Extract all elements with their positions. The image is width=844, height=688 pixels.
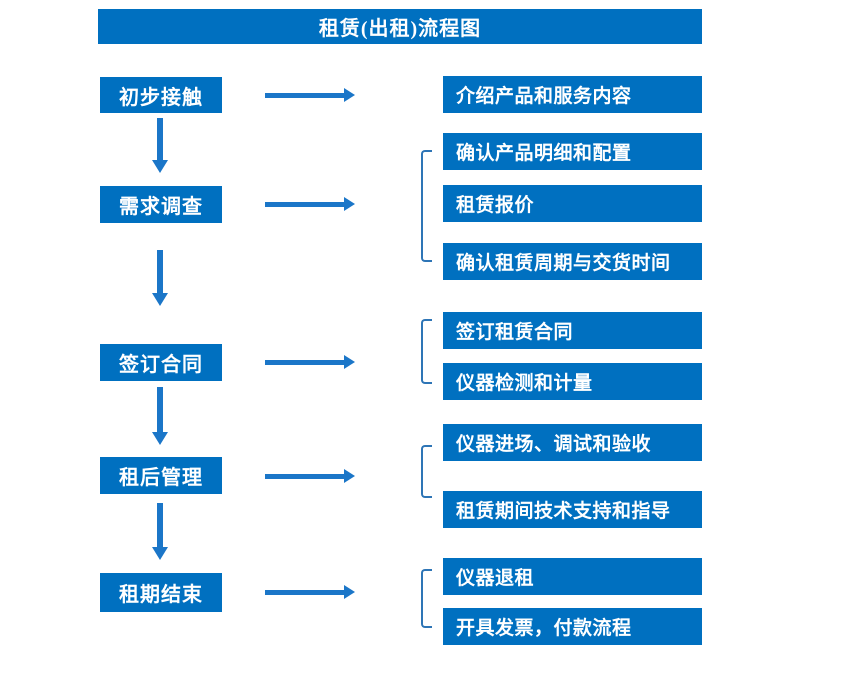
arrow-head-icon (344, 355, 355, 369)
arrow-head-icon (152, 432, 168, 445)
group-bracket-step2 (421, 150, 432, 262)
flowchart-title: 租赁(出租)流程图 (98, 9, 702, 44)
stage-box-rental-end: 租期结束 (100, 573, 222, 612)
stage-box-contract-signing: 签订合同 (100, 344, 222, 381)
detail-box-technical-support: 租赁期间技术支持和指导 (443, 491, 702, 528)
detail-box-instrument-setup: 仪器进场、调试和验收 (443, 424, 702, 461)
arrow-head-icon (344, 88, 355, 102)
group-bracket-step3 (421, 319, 432, 384)
group-bracket-step5 (421, 569, 432, 628)
arrow-shaft (265, 473, 346, 479)
arrow-shaft (157, 250, 163, 294)
detail-box-confirm-product-config: 确认产品明细和配置 (443, 133, 702, 170)
arrow-head-icon (344, 469, 355, 483)
arrow-shaft (265, 359, 346, 365)
right-arrow-step4 (265, 468, 355, 484)
stage-box-initial-contact: 初步接触 (100, 77, 222, 113)
detail-box-instrument-return: 仪器退租 (443, 558, 702, 595)
detail-box-invoice-payment: 开具发票，付款流程 (443, 608, 702, 645)
arrow-shaft (157, 118, 163, 161)
arrow-head-icon (344, 585, 355, 599)
arrow-shaft (157, 503, 163, 548)
down-arrow-1-2 (152, 118, 168, 173)
arrow-shaft (265, 589, 346, 595)
arrow-head-icon (152, 293, 168, 306)
arrow-head-icon (344, 197, 355, 211)
arrow-shaft (157, 387, 163, 433)
detail-box-sign-rental-contract: 签订租赁合同 (443, 312, 702, 349)
stage-box-post-rental-management: 租后管理 (100, 457, 222, 494)
right-arrow-step3 (265, 354, 355, 370)
group-bracket-step4 (421, 445, 432, 498)
right-arrow-step2 (265, 196, 355, 212)
down-arrow-4-5 (152, 503, 168, 560)
right-arrow-step1 (265, 87, 355, 103)
detail-box-introduce-products: 介绍产品和服务内容 (443, 76, 702, 113)
detail-box-instrument-calibration: 仪器检测和计量 (443, 363, 702, 400)
detail-box-rental-quotation: 租赁报价 (443, 185, 702, 222)
arrow-head-icon (152, 160, 168, 173)
right-arrow-step5 (265, 584, 355, 600)
detail-box-confirm-period-delivery: 确认租赁周期与交货时间 (443, 243, 702, 280)
arrow-head-icon (152, 547, 168, 560)
down-arrow-2-3 (152, 250, 168, 306)
arrow-shaft (265, 201, 346, 207)
down-arrow-3-4 (152, 387, 168, 445)
arrow-shaft (265, 92, 346, 98)
stage-box-requirements-survey: 需求调查 (100, 186, 222, 223)
